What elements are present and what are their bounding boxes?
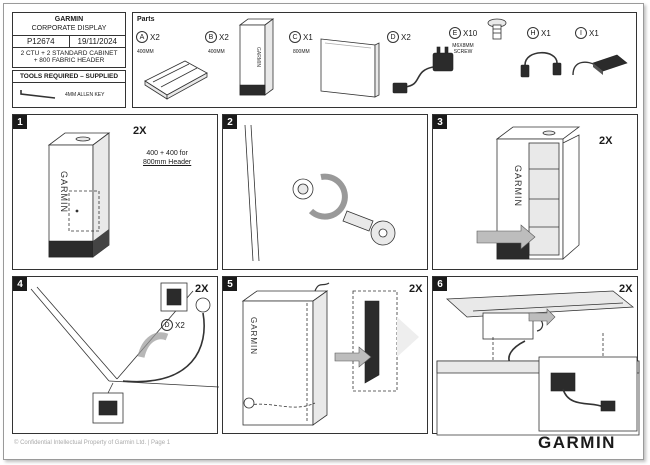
part-a-label: A X2 — [136, 31, 160, 43]
step-4-panel: 4 2X D X2 — [12, 276, 220, 434]
power-cable-icon — [392, 46, 454, 94]
header-code: P12674 — [13, 36, 70, 47]
dc-cable-icon — [520, 51, 562, 78]
step-2-number: 2 — [223, 115, 237, 129]
step-4-qty: 2X — [195, 283, 209, 295]
step-5-qty: 2X — [409, 283, 423, 295]
part-c-label: C X1 — [289, 31, 313, 43]
step-5-cabinet-illustration: GARMIN — [241, 282, 419, 426]
step-4-number: 4 — [13, 277, 27, 291]
step-2-panel: 2 — [222, 114, 428, 270]
footer-confidential: © Confidential Intellectual Property of … — [14, 440, 171, 446]
header-info-box: GARMIN CORPORATE DISPLAY P12674 19/11/20… — [12, 12, 126, 68]
step-5-panel: 5 2X GARMIN — [222, 276, 428, 434]
part-i-label: I X1 — [575, 27, 599, 39]
part-e-size-1: M6X8MM — [452, 43, 474, 49]
part-c-qty: X1 — [303, 32, 313, 42]
header-description-2: + 800 FABRIC HEADER — [33, 57, 105, 64]
part-b-label: B X2 — [205, 31, 229, 43]
step-6-number: 6 — [433, 277, 447, 291]
part-d-qty: X2 — [401, 32, 411, 42]
cabinet-icon: GARMIN — [238, 18, 275, 96]
step-1-qty: 2X — [133, 125, 147, 137]
step-4-callout-letter: D — [161, 319, 173, 331]
allen-key-icon — [20, 90, 56, 99]
step-4-callout: D X2 — [161, 319, 185, 331]
part-i-letter: I — [575, 27, 587, 39]
part-b-size: 400MM — [208, 49, 225, 55]
part-a-size: 400MM — [137, 49, 154, 55]
parts-box: Parts A X2 400MM B X2 400MM GARMIN — [132, 12, 637, 108]
instruction-sheet: GARMIN CORPORATE DISPLAY P12674 19/11/20… — [3, 3, 644, 460]
part-h-qty: X1 — [541, 28, 551, 38]
fabric-header-icon — [320, 38, 380, 98]
header-description-1: 2 CTU + 2 STANDARD CABINET — [13, 47, 125, 57]
screw-icon — [487, 18, 507, 40]
step-6-header-illustration — [436, 290, 640, 436]
step-1-cabinet-logo: GARMIN — [59, 171, 69, 213]
step-1-number: 1 — [13, 115, 27, 129]
part-d-label: D X2 — [387, 31, 411, 43]
step-1-note-1: 400 + 400 for — [146, 150, 188, 157]
part-b-qty: X2 — [219, 32, 229, 42]
part-i-qty: X1 — [589, 28, 599, 38]
tools-item: 4MM ALLEN KEY — [65, 92, 105, 98]
header-panel-icon — [144, 60, 208, 100]
part-a-letter: A — [136, 31, 148, 43]
step-3-panel: 3 2X GARMIN — [432, 114, 638, 270]
part-e-letter: E — [449, 27, 461, 39]
header-date: 19/11/2024 — [77, 37, 117, 46]
step-1-panel: 1 2X 400 + 400 for 800mm Header GARMIN — [12, 114, 218, 270]
step-1-note: 400 + 400 for 800mm Header — [143, 149, 191, 167]
part-e-size-2: SCREW — [453, 49, 473, 55]
part-b-letter: B — [205, 31, 217, 43]
step-3-number: 3 — [433, 115, 447, 129]
part-h-label: H X1 — [527, 27, 551, 39]
step-3-cabinet-logo: GARMIN — [513, 165, 523, 207]
part-d-letter: D — [387, 31, 399, 43]
step-4-callout-qty: X2 — [175, 320, 185, 330]
step-1-cabinet-illustration: GARMIN — [47, 132, 111, 258]
part-c-size: 800MM — [293, 49, 310, 55]
part-a-qty: X2 — [150, 32, 160, 42]
step-3-qty: 2X — [599, 135, 613, 147]
header-doc-title: CORPORATE DISPLAY — [31, 25, 107, 32]
step-3-open-cabinet-illustration: GARMIN — [476, 126, 581, 260]
step-6-qty: 2X — [619, 283, 633, 295]
footer-logo: GARMIN — [538, 433, 616, 452]
tools-box: TOOLS REQUIRED – SUPPLIED 4MM ALLEN KEY — [12, 70, 126, 108]
step-6-panel: 6 2X A X1 — [432, 276, 640, 436]
step-4-cable-illustration — [30, 282, 220, 424]
parts-title: Parts — [137, 16, 155, 23]
header-brand: GARMIN — [54, 16, 84, 23]
part-c-letter: C — [289, 31, 301, 43]
part-h-letter: H — [527, 27, 539, 39]
tools-title: TOOLS REQUIRED – SUPPLIED — [13, 71, 125, 83]
header-code-row: P12674 19/11/2024 — [13, 35, 125, 47]
power-adapter-icon — [572, 54, 628, 76]
part-e-qty: X10 — [463, 28, 478, 38]
step-5-number: 5 — [223, 277, 237, 291]
step-1-note-2: 800mm Header — [143, 159, 192, 166]
step-5-cabinet-logo: GARMIN — [249, 317, 258, 355]
step-2-lock-illustration — [244, 124, 396, 262]
part-e-label: E X10 — [449, 27, 477, 39]
cabinet-icon-logo: GARMIN — [255, 47, 261, 67]
part-e-size: M6X8MM SCREW — [449, 43, 477, 55]
